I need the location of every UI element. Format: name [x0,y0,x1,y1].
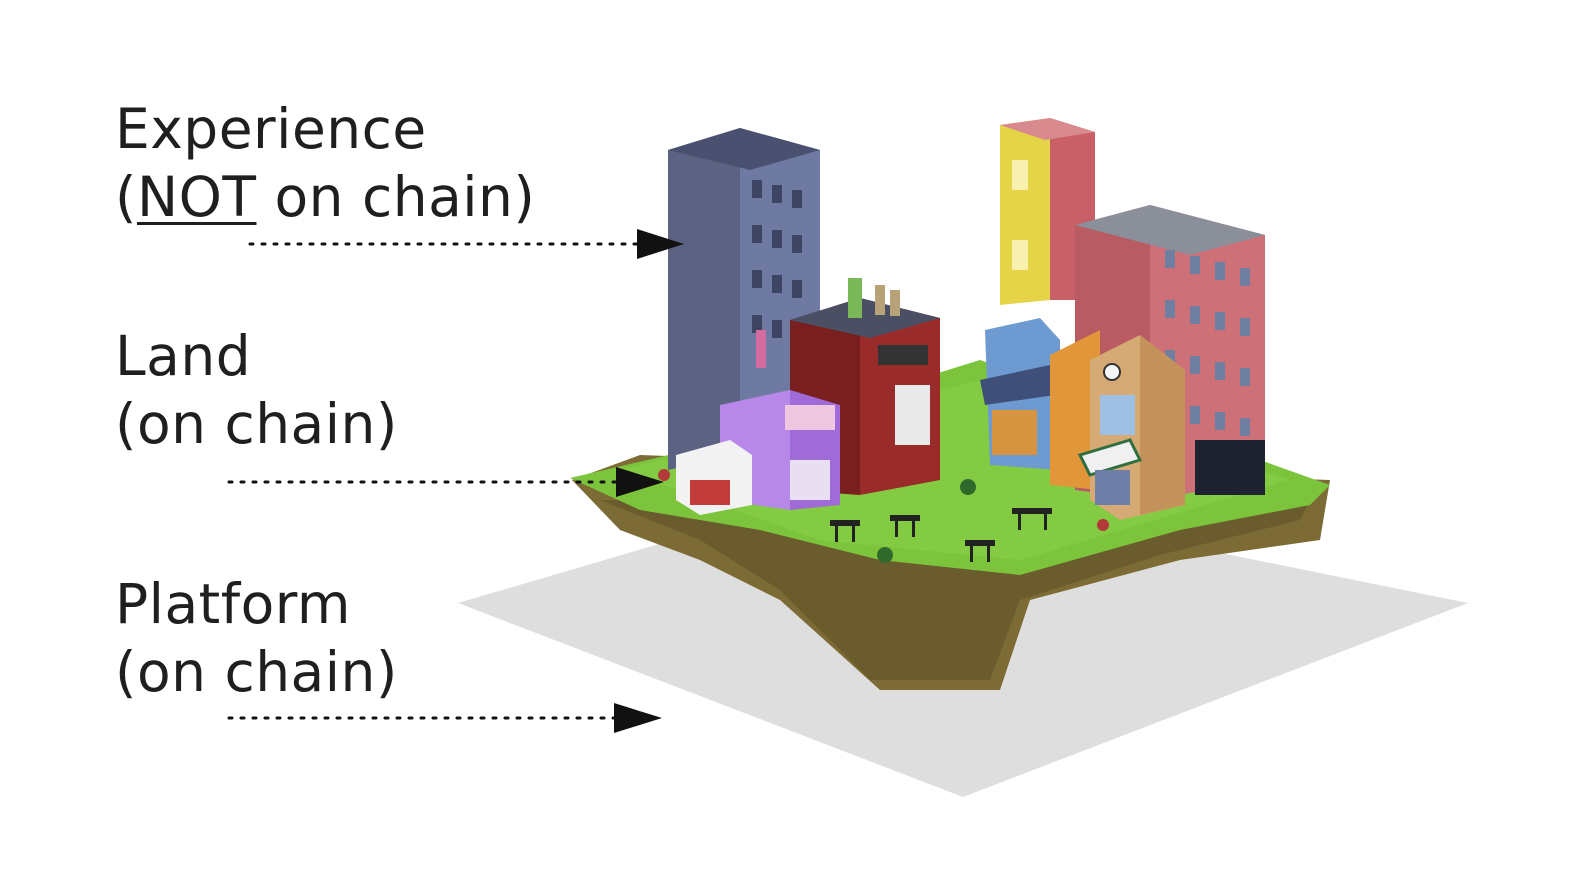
blue-roof-shop [980,318,1060,470]
platform-arrowhead [614,703,662,733]
tan-house [1080,335,1185,520]
